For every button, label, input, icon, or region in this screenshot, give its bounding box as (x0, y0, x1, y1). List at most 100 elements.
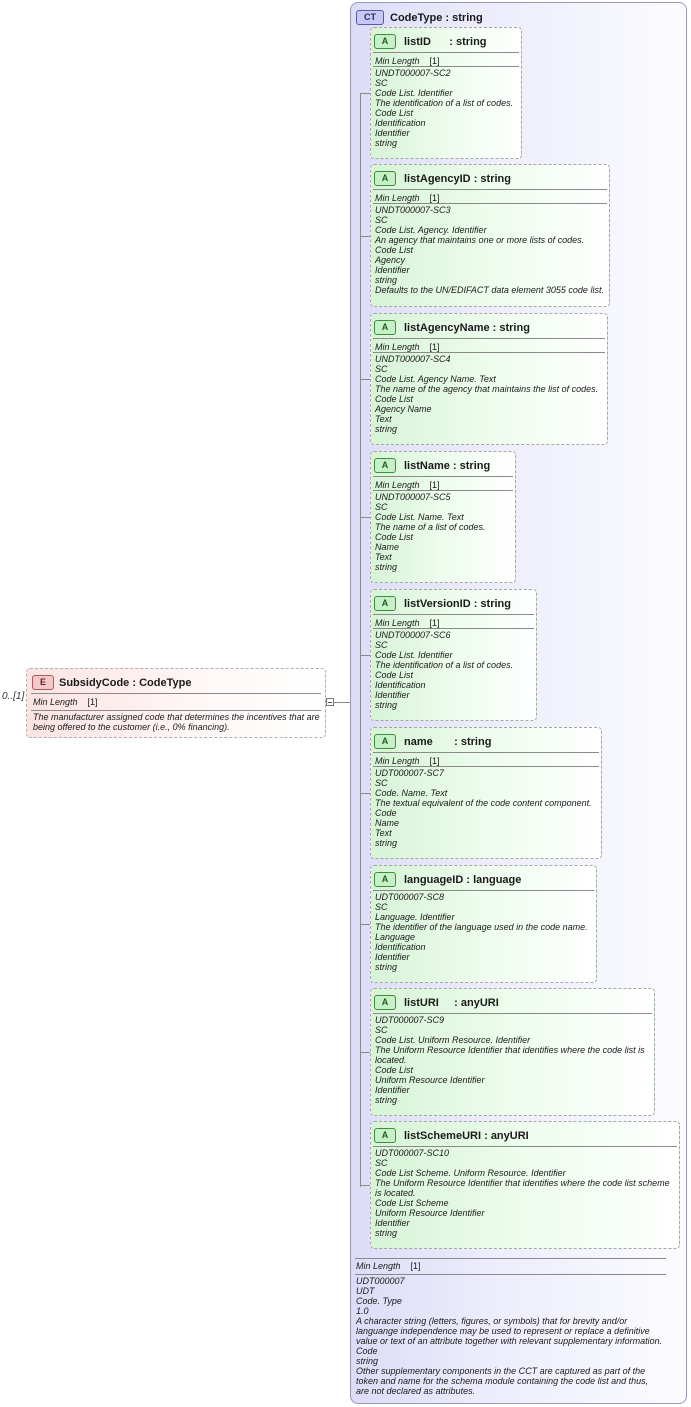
attribute-name-padding (431, 36, 446, 48)
facet-label: Min Length (375, 618, 420, 628)
attribute-badge-icon: A (374, 458, 396, 474)
description-line: SC (375, 1158, 388, 1168)
attribute-facet: Min Length[1] (375, 56, 440, 66)
attribute-name-padding (433, 736, 451, 748)
description-line: string (375, 838, 398, 848)
attribute-badge-icon: A (374, 995, 396, 1011)
attribute-title: listID : string (404, 35, 487, 48)
description-line: 1.0 (356, 1306, 369, 1316)
divider (373, 189, 607, 190)
attribute-title: listURI : anyURI (404, 996, 499, 1009)
description-line: UNDT000007-SC4 (375, 354, 451, 364)
divider (31, 693, 321, 694)
attribute-tree-line (360, 93, 361, 1187)
description-line: The textual equivalent of the code conte… (375, 798, 592, 808)
description-line: Language. Identifier (375, 912, 455, 922)
attribute-name: name (404, 735, 433, 748)
complex-type-name: CodeType (390, 11, 443, 24)
attribute-branch-line (360, 1185, 370, 1186)
description-line: are not declared as attributes. (356, 1386, 476, 1396)
divider (373, 1013, 652, 1014)
description-line: Identifier (375, 952, 410, 962)
description-line: Code List. Uniform Resource. Identifier (375, 1035, 531, 1045)
description-line: Identification (375, 680, 426, 690)
attribute-type: language (473, 873, 522, 886)
description-line: The Uniform Resource Identifier that ide… (375, 1178, 670, 1188)
facet-value: [1] (87, 697, 98, 707)
description-line: UNDT000007-SC5 (375, 492, 451, 502)
description-line: UNDT000007-SC6 (375, 630, 451, 640)
divider (355, 1258, 666, 1259)
divider (373, 352, 605, 353)
facet-value: [1] (429, 618, 440, 628)
description-line: Code. Name. Text (375, 788, 448, 798)
divider (373, 766, 599, 767)
facet-value: [1] (429, 480, 440, 490)
description-line: Code List. Identifier (375, 650, 453, 660)
attribute-title: name : string (404, 735, 492, 748)
facet-value: [1] (410, 1261, 421, 1271)
divider (373, 490, 513, 491)
attribute-type: string (480, 597, 511, 610)
attribute-branch-line (360, 93, 370, 94)
description-line: Code List. Agency Name. Text (375, 374, 496, 384)
attribute-title: listName : string (404, 459, 491, 472)
description-line: Code List (375, 394, 414, 404)
description-line: Identification (375, 942, 426, 952)
facet-label: Min Length (375, 480, 420, 490)
description-line: SC (375, 502, 388, 512)
element-name: SubsidyCode (59, 676, 130, 689)
divider (373, 890, 594, 891)
description-line: The identification of a list of codes. (375, 660, 514, 670)
description-line: The identification of a list of codes. (375, 98, 514, 108)
attribute-type: string (480, 172, 511, 185)
attribute-badge-icon: A (374, 320, 396, 336)
complex-type-type: string (452, 11, 483, 24)
attribute-name-padding (439, 997, 451, 1009)
description-line: Identifier (375, 690, 410, 700)
collapse-toggle-icon[interactable] (326, 698, 334, 706)
description-line: Name (375, 818, 400, 828)
description-line: Text (375, 552, 392, 562)
facet-label: Min Length (375, 342, 420, 352)
description-line: SC (375, 640, 388, 650)
complex-type-title: CodeType : string (390, 11, 483, 24)
description-line: Name (375, 542, 400, 552)
description-line: Identifier (375, 1218, 410, 1228)
description-line: Uniform Resource Identifier (375, 1075, 485, 1085)
attribute-badge-icon: A (374, 596, 396, 612)
attribute-type: string (455, 35, 487, 48)
description-line: Other supplementary components in the CC… (356, 1366, 646, 1376)
description-line: SC (375, 1025, 388, 1035)
attribute-badge-icon: A (374, 872, 396, 888)
description-line: Identification (375, 118, 426, 128)
description-line: Defaults to the UN/EDIFACT data element … (375, 285, 604, 295)
element-facet: Min Length[1] (33, 697, 98, 707)
description-line: Code List (375, 245, 414, 255)
divider (373, 628, 534, 629)
description-line: Code List (375, 670, 414, 680)
description-line: value or text of an attribute together w… (356, 1336, 663, 1346)
attribute-facet: Min Length [1] (375, 480, 440, 490)
element-description: The manufacturer assigned code that dete… (33, 712, 320, 732)
description-line: Code List (375, 108, 414, 118)
attribute-branch-line (360, 924, 370, 925)
description-line: The identifier of the language used in t… (375, 922, 588, 932)
